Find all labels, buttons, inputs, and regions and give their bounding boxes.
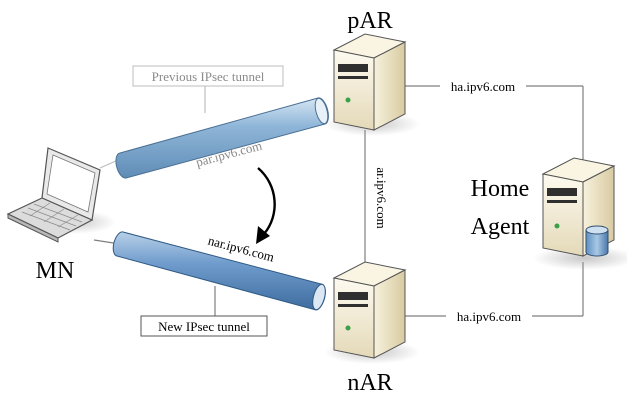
line-mn-previous bbox=[99, 159, 119, 169]
previous-tunnel-label: Previous IPsec tunnel bbox=[152, 69, 265, 84]
nar-ha-link-label: ha.ipv6.com bbox=[457, 309, 521, 324]
ar-link-label: ar.ipv6.com bbox=[374, 167, 389, 228]
home-agent-label-line1: Home bbox=[471, 176, 530, 202]
previous-tunnel bbox=[115, 97, 329, 179]
par-server-icon bbox=[332, 33, 407, 131]
nar-server-icon bbox=[332, 261, 407, 359]
nar-ha-label-bg bbox=[446, 308, 532, 324]
new-tunnel-label-box bbox=[140, 315, 268, 337]
previous-tunnel-label-box bbox=[132, 65, 284, 87]
ar-label-bg bbox=[373, 150, 391, 246]
home-agent-label-line2: Agent bbox=[471, 214, 530, 240]
handover-arrow bbox=[256, 167, 276, 244]
par-label: pAR bbox=[347, 8, 392, 34]
par-ha-label-bg bbox=[440, 78, 526, 94]
new-tunnel-label: New IPsec tunnel bbox=[158, 319, 250, 334]
mn-label: MN bbox=[36, 258, 75, 284]
nar-label: nAR bbox=[347, 370, 392, 396]
new-tunnel bbox=[112, 231, 326, 311]
mobile-node-laptop-icon bbox=[6, 147, 101, 243]
par-ha-link-label: ha.ipv6.com bbox=[451, 79, 515, 94]
database-icon bbox=[585, 225, 609, 257]
home-agent-server-icon bbox=[541, 157, 616, 257]
